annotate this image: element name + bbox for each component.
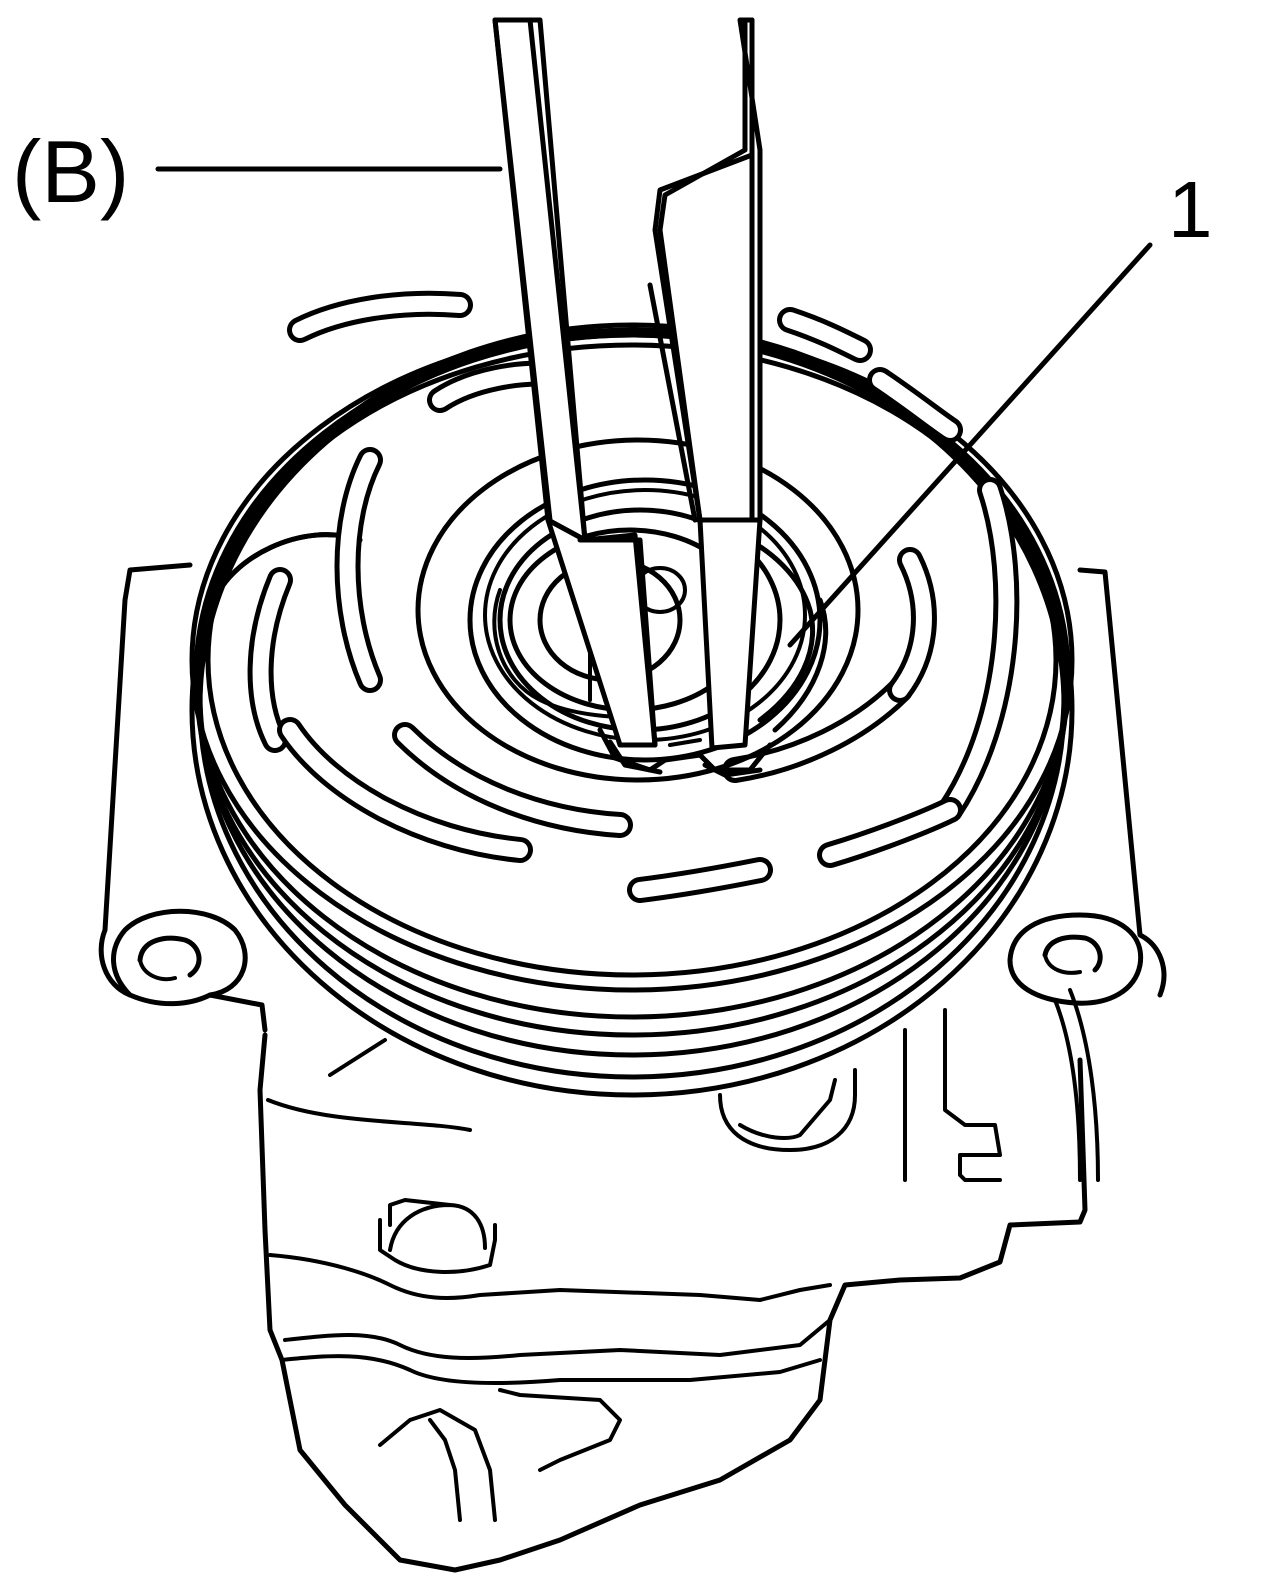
callout-b-label: (B): [12, 122, 130, 221]
leader-line-1: [787, 242, 1153, 648]
mounting-ear-right: [1007, 567, 1167, 1006]
callout-1-label: 1: [1168, 165, 1213, 254]
clutch-plate-slots: [212, 290, 1020, 903]
mounting-ear-left: [98, 562, 268, 1033]
compressor-body: [257, 988, 1100, 1573]
pulley-outer-rim: [189, 322, 1075, 1098]
snap-ring-pliers: [492, 17, 763, 751]
snap-ring: [597, 532, 829, 778]
